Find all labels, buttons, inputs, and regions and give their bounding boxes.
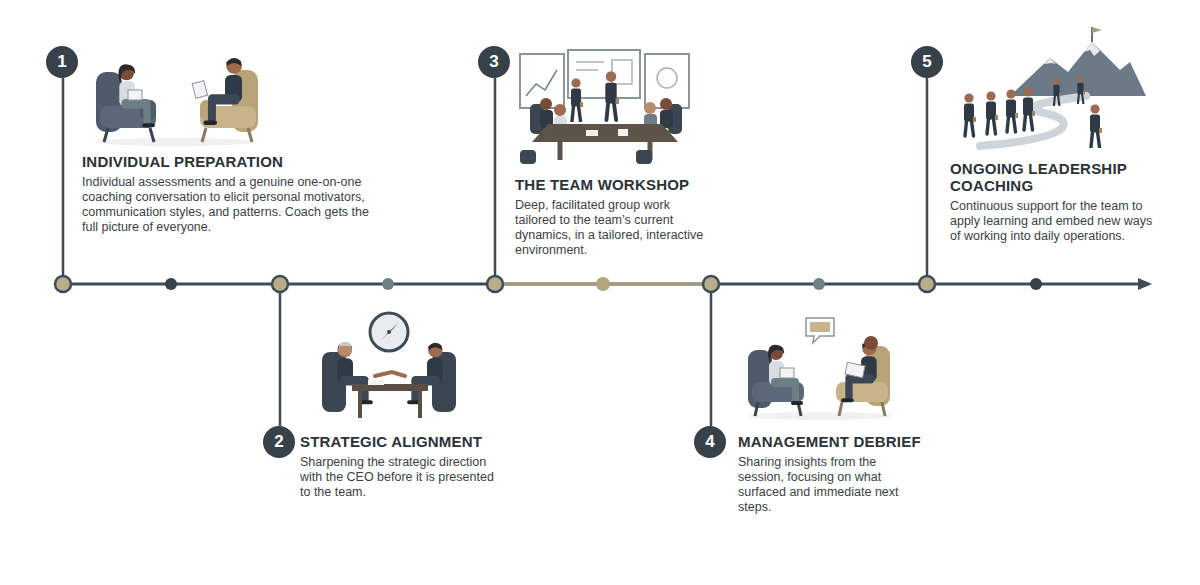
debrief-illustration [748, 318, 892, 420]
step-description: Continuous support for the team to apply… [950, 199, 1160, 244]
step-number-circle: 3 [478, 46, 510, 78]
step-heading: THE TEAM WORKSHOP [515, 176, 755, 193]
alignment-illustration [322, 313, 456, 418]
step-number-circle: 2 [263, 426, 295, 458]
step-heading: INDIVIDUAL PREPARATION [82, 153, 382, 170]
timeline-step: 5ONGOING LEADERSHIP COACHINGContinuous s… [950, 160, 1160, 244]
step-number-circle: 4 [694, 426, 726, 458]
step-number: 3 [489, 52, 498, 71]
timeline-step: 4MANAGEMENT DEBRIEFSharing insights from… [738, 433, 978, 515]
step-description: Individual assessments and a genuine one… [82, 175, 382, 235]
timeline-step: 2STRATEGIC ALIGNMENTSharpening the strat… [300, 433, 560, 500]
step-heading: STRATEGIC ALIGNMENT [300, 433, 560, 450]
step-number: 5 [922, 52, 931, 71]
timeline-step: 3THE TEAM WORKSHOPDeep, facilitated grou… [515, 176, 755, 258]
step-heading: ONGOING LEADERSHIP COACHING [950, 160, 1155, 194]
step-heading: MANAGEMENT DEBRIEF [738, 433, 978, 450]
coaching-illustration [95, 58, 258, 146]
workshop-illustration [520, 50, 689, 164]
step-number: 4 [705, 432, 714, 451]
timeline-step: 1INDIVIDUAL PREPARATIONIndividual assess… [82, 153, 382, 235]
step-description: Sharing insights from the session, focus… [738, 455, 916, 515]
step-number: 1 [57, 52, 66, 71]
step-number-circle: 1 [46, 46, 78, 78]
summit-illustration [964, 27, 1146, 147]
step-description: Sharpening the strategic direction with … [300, 455, 500, 500]
step-description: Deep, facilitated group work tailored to… [515, 198, 710, 258]
timeline-dots [55, 276, 1042, 292]
timeline-stems [63, 78, 927, 426]
step-number: 2 [274, 432, 283, 451]
step-number-circle: 5 [911, 46, 943, 78]
timeline-axis [55, 278, 1152, 290]
